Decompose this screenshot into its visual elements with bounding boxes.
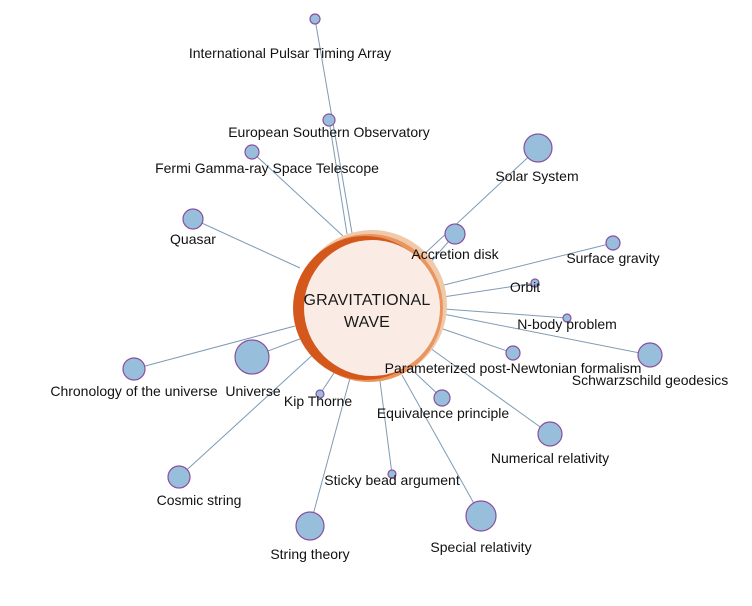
edge-fermi (251, 151, 344, 237)
edge-string-theory (309, 377, 351, 527)
node-orbit[interactable]: Orbit (510, 278, 540, 295)
node-layer: International Pulsar Timing ArrayEuropea… (50, 13, 728, 562)
edge-solar-system (419, 147, 539, 259)
node-label-kip-thorne: Kip Thorne (284, 393, 352, 409)
edge-quasar (192, 218, 301, 269)
node-cosmic-string[interactable]: Cosmic string (157, 465, 242, 508)
node-special-relativity[interactable]: Special relativity (430, 500, 532, 555)
node-label-cosmic-string: Cosmic string (157, 492, 242, 508)
node-label-orbit: Orbit (510, 279, 540, 295)
node-chronology[interactable]: Chronology of the universe (50, 357, 218, 399)
node-schwarzschild[interactable]: Schwarzschild geodesics (572, 342, 728, 388)
node-numerical-relativity[interactable]: Numerical relativity (491, 421, 609, 466)
node-circle-cosmic-string[interactable] (167, 465, 191, 489)
node-quasar[interactable]: Quasar (170, 208, 216, 247)
edge-pulsar-timing (314, 18, 353, 234)
node-circle-sticky-bead[interactable] (387, 469, 397, 479)
node-label-schwarzschild: Schwarzschild geodesics (572, 372, 728, 388)
node-circle-ppn[interactable] (505, 345, 521, 361)
node-label-n-body: N-body problem (517, 316, 617, 332)
node-circle-special-relativity[interactable] (465, 500, 497, 532)
node-ppn[interactable]: Parameterized post-Newtonian formalism (385, 345, 642, 376)
node-label-surface-gravity: Surface gravity (566, 250, 659, 266)
edge-n-body (443, 308, 568, 319)
node-fermi[interactable]: Fermi Gamma-ray Space Telescope (155, 144, 379, 176)
node-n-body[interactable]: N-body problem (517, 313, 617, 332)
node-sticky-bead[interactable]: Sticky bead argument (324, 469, 460, 488)
node-circle-orbit[interactable] (530, 278, 540, 288)
node-circle-solar-system[interactable] (523, 133, 553, 163)
node-accretion-disk[interactable]: Accretion disk (411, 223, 500, 262)
hub-core (304, 240, 440, 376)
node-circle-fermi[interactable] (244, 144, 260, 160)
node-surface-gravity[interactable]: Surface gravity (566, 235, 660, 266)
node-label-numerical-relativity: Numerical relativity (491, 450, 609, 466)
node-circle-string-theory[interactable] (295, 511, 325, 541)
node-label-equivalence: Equivalence principle (377, 405, 510, 421)
node-circle-quasar[interactable] (182, 208, 204, 230)
node-label-pulsar-timing: International Pulsar Timing Array (189, 45, 391, 61)
edge-layer (133, 18, 651, 527)
node-label-string-theory: String theory (270, 546, 349, 562)
edge-eso (328, 119, 348, 235)
node-circle-equivalence[interactable] (433, 389, 451, 407)
edge-cosmic-string (178, 349, 319, 478)
node-pulsar-timing[interactable]: International Pulsar Timing Array (189, 13, 391, 61)
edge-special-relativity (401, 374, 482, 517)
hub-title-line1: GRAVITATIONAL (303, 292, 430, 309)
node-label-quasar: Quasar (170, 231, 216, 247)
node-circle-pulsar-timing[interactable] (309, 13, 321, 25)
node-label-ppn: Parameterized post-Newtonian formalism (385, 360, 642, 376)
node-eso[interactable]: European Southern Observatory (228, 113, 430, 140)
node-label-eso: European Southern Observatory (228, 124, 430, 140)
edge-chronology (133, 325, 296, 370)
node-circle-surface-gravity[interactable] (605, 235, 621, 251)
node-label-fermi: Fermi Gamma-ray Space Telescope (155, 160, 379, 176)
node-circle-universe[interactable] (234, 339, 270, 375)
node-solar-system[interactable]: Solar System (495, 133, 579, 184)
node-label-chronology: Chronology of the universe (50, 383, 218, 399)
node-circle-schwarzschild[interactable] (637, 342, 663, 368)
node-kip-thorne[interactable]: Kip Thorne (284, 389, 352, 409)
node-circle-chronology[interactable] (122, 357, 146, 381)
node-circle-numerical-relativity[interactable] (537, 421, 563, 447)
edge-orbit (442, 282, 536, 298)
node-label-solar-system: Solar System (495, 168, 578, 184)
node-circle-eso[interactable] (322, 113, 336, 127)
node-label-accretion-disk: Accretion disk (411, 246, 499, 262)
edge-numerical-relativity (429, 347, 551, 435)
edge-surface-gravity (439, 242, 614, 287)
edge-kip-thorne (319, 369, 337, 395)
node-label-sticky-bead: Sticky bead argument (324, 472, 460, 488)
node-label-universe: Universe (225, 383, 280, 399)
node-circle-n-body[interactable] (562, 313, 572, 323)
hub-title-line2: WAVE (344, 314, 390, 331)
hub-node[interactable]: GRAVITATIONAL WAVE (293, 230, 447, 382)
node-circle-kip-thorne[interactable] (315, 389, 325, 399)
edge-sticky-bead (379, 380, 393, 475)
node-universe[interactable]: Universe (225, 339, 281, 399)
node-string-theory[interactable]: String theory (270, 511, 350, 562)
node-label-special-relativity: Special relativity (430, 539, 531, 555)
edge-schwarzschild (442, 313, 651, 356)
node-equivalence[interactable]: Equivalence principle (377, 389, 510, 421)
node-circle-accretion-disk[interactable] (444, 223, 466, 245)
edge-ppn (439, 327, 514, 354)
